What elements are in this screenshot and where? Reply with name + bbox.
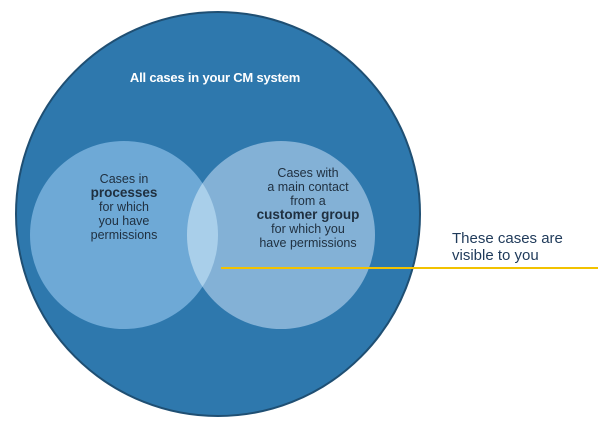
right-label-emphasis: customer group	[256, 207, 360, 222]
right-circle	[187, 141, 375, 329]
left-label-line: Cases in	[99, 172, 149, 186]
callout-text: These cases are visible to you	[452, 230, 597, 264]
outer-title: All cases in your CM system	[129, 70, 301, 85]
left-label-line: for which	[98, 200, 150, 214]
callout-line-1: These cases are	[452, 230, 563, 247]
right-label-line: a main contact	[267, 180, 349, 194]
callout-line-2: visible to you	[452, 247, 539, 264]
left-circle-label: Cases in processes for which you have pe…	[62, 172, 186, 242]
left-label-emphasis: processes	[90, 185, 158, 200]
left-label-line: permissions	[90, 228, 158, 242]
left-circle	[30, 141, 218, 329]
right-label-line: from a	[290, 194, 326, 208]
right-label-line: have permissions	[259, 236, 357, 250]
right-circle-label: Cases with a main contact from a custome…	[238, 166, 378, 250]
right-label-line: Cases with	[277, 166, 339, 180]
left-label-line: you have	[98, 214, 150, 228]
right-label-line: for which you	[271, 222, 345, 236]
